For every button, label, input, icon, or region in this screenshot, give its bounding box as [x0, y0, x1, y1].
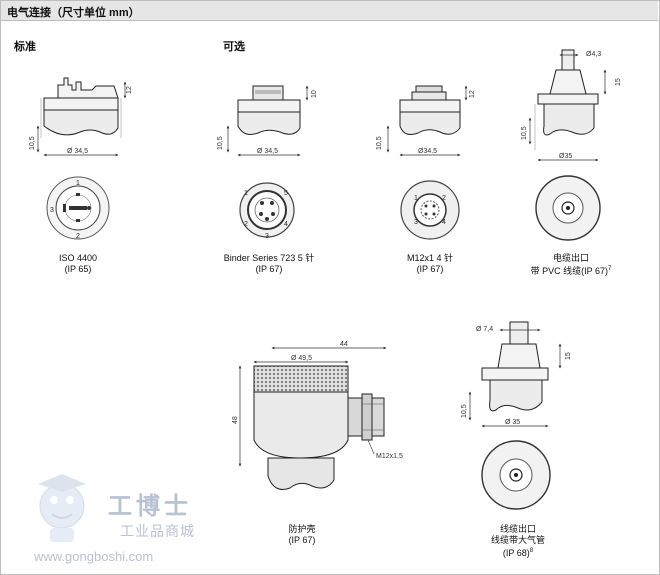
vent-cable-face-view [481, 440, 551, 510]
binder-pin-5: 5 [284, 190, 288, 197]
cable-outlet-side-view [534, 49, 599, 150]
dim-height: 12 [126, 86, 133, 94]
watermark-mascot-icon [38, 474, 86, 542]
iso-pin-3: 3 [50, 207, 54, 214]
watermark-subtitle: 工业品商城 [120, 523, 195, 539]
cable-outlet-face-view [535, 175, 601, 241]
dim-diameter: Ø 35 [505, 419, 520, 426]
dim-diameter: Ø 49,5 [291, 355, 312, 362]
dim-bottom: 10,5 [461, 404, 468, 418]
dim-diameter: Ø 34,5 [257, 148, 278, 155]
dim-diameter: Ø 34,5 [67, 148, 88, 155]
dim-bottom: 10,5 [376, 136, 383, 150]
dim-cable-diameter: Ø 7,4 [476, 326, 493, 333]
caption-vent-cable: 线缆出口 线缆带大气管 (IP 68)8 [490, 524, 545, 558]
dim-thread: M12x1,5 [376, 453, 403, 460]
watermark-url: www.gongboshi.com [34, 549, 154, 564]
m12-pin-2: 2 [442, 195, 446, 202]
dim-height: 48 [232, 416, 239, 424]
section-title: 电气连接（尺寸单位 mm） [7, 7, 140, 19]
watermark-brand: 工博士 [108, 493, 192, 520]
caption-protective-housing: 防护壳 (IP 67) [288, 524, 316, 545]
dim-bottom: 10,5 [521, 126, 528, 140]
binder-face-view [239, 182, 295, 238]
iso-pin-1: 1 [76, 180, 80, 187]
dim-height: 15 [615, 78, 622, 86]
iso4400-side-view [40, 77, 122, 138]
binder-pin-3: 3 [265, 233, 269, 240]
dim-diameter: Ø35 [559, 153, 572, 160]
vent-cable-side-view [481, 321, 549, 412]
protective-housing-side-view [253, 365, 385, 490]
iso-pin-2: 2 [76, 233, 80, 240]
m12-side-view [399, 85, 461, 135]
dim-height: 15 [565, 352, 572, 360]
iso4400-face-view [46, 176, 110, 240]
caption-m12: M12x1 4 针 (IP 67) [406, 253, 454, 274]
dim-bottom: 10,5 [29, 136, 36, 150]
m12-pin-1: 1 [414, 195, 418, 202]
caption-iso4400: ISO 4400 (IP 65) [58, 253, 98, 274]
dim-cable-diameter: Ø4,3 [586, 51, 601, 58]
caption-cable-outlet-pvc: 电缆出口 带 PVC 线缆(IP 67)7 [530, 253, 612, 276]
binder-side-view [237, 85, 301, 135]
label-optional: 可选 [223, 41, 245, 53]
binder-pin-4: 4 [284, 221, 288, 228]
section-header: 电气连接（尺寸单位 mm） [1, 1, 658, 21]
binder-pin-1: 1 [244, 190, 248, 197]
dim-height: 12 [469, 90, 476, 98]
dim-height: 10 [311, 90, 318, 98]
dim-width: 44 [340, 341, 348, 348]
caption-binder: Binder Series 723 5 针 (IP 67) [223, 253, 315, 274]
label-standard: 标准 [14, 41, 36, 53]
m12-pin-3: 3 [414, 219, 418, 226]
dim-diameter: Ø34.5 [418, 148, 437, 155]
dim-bottom: 10,5 [217, 136, 224, 150]
m12-face-view [400, 180, 460, 240]
m12-pin-4: 4 [442, 219, 446, 226]
binder-pin-2: 2 [244, 221, 248, 228]
